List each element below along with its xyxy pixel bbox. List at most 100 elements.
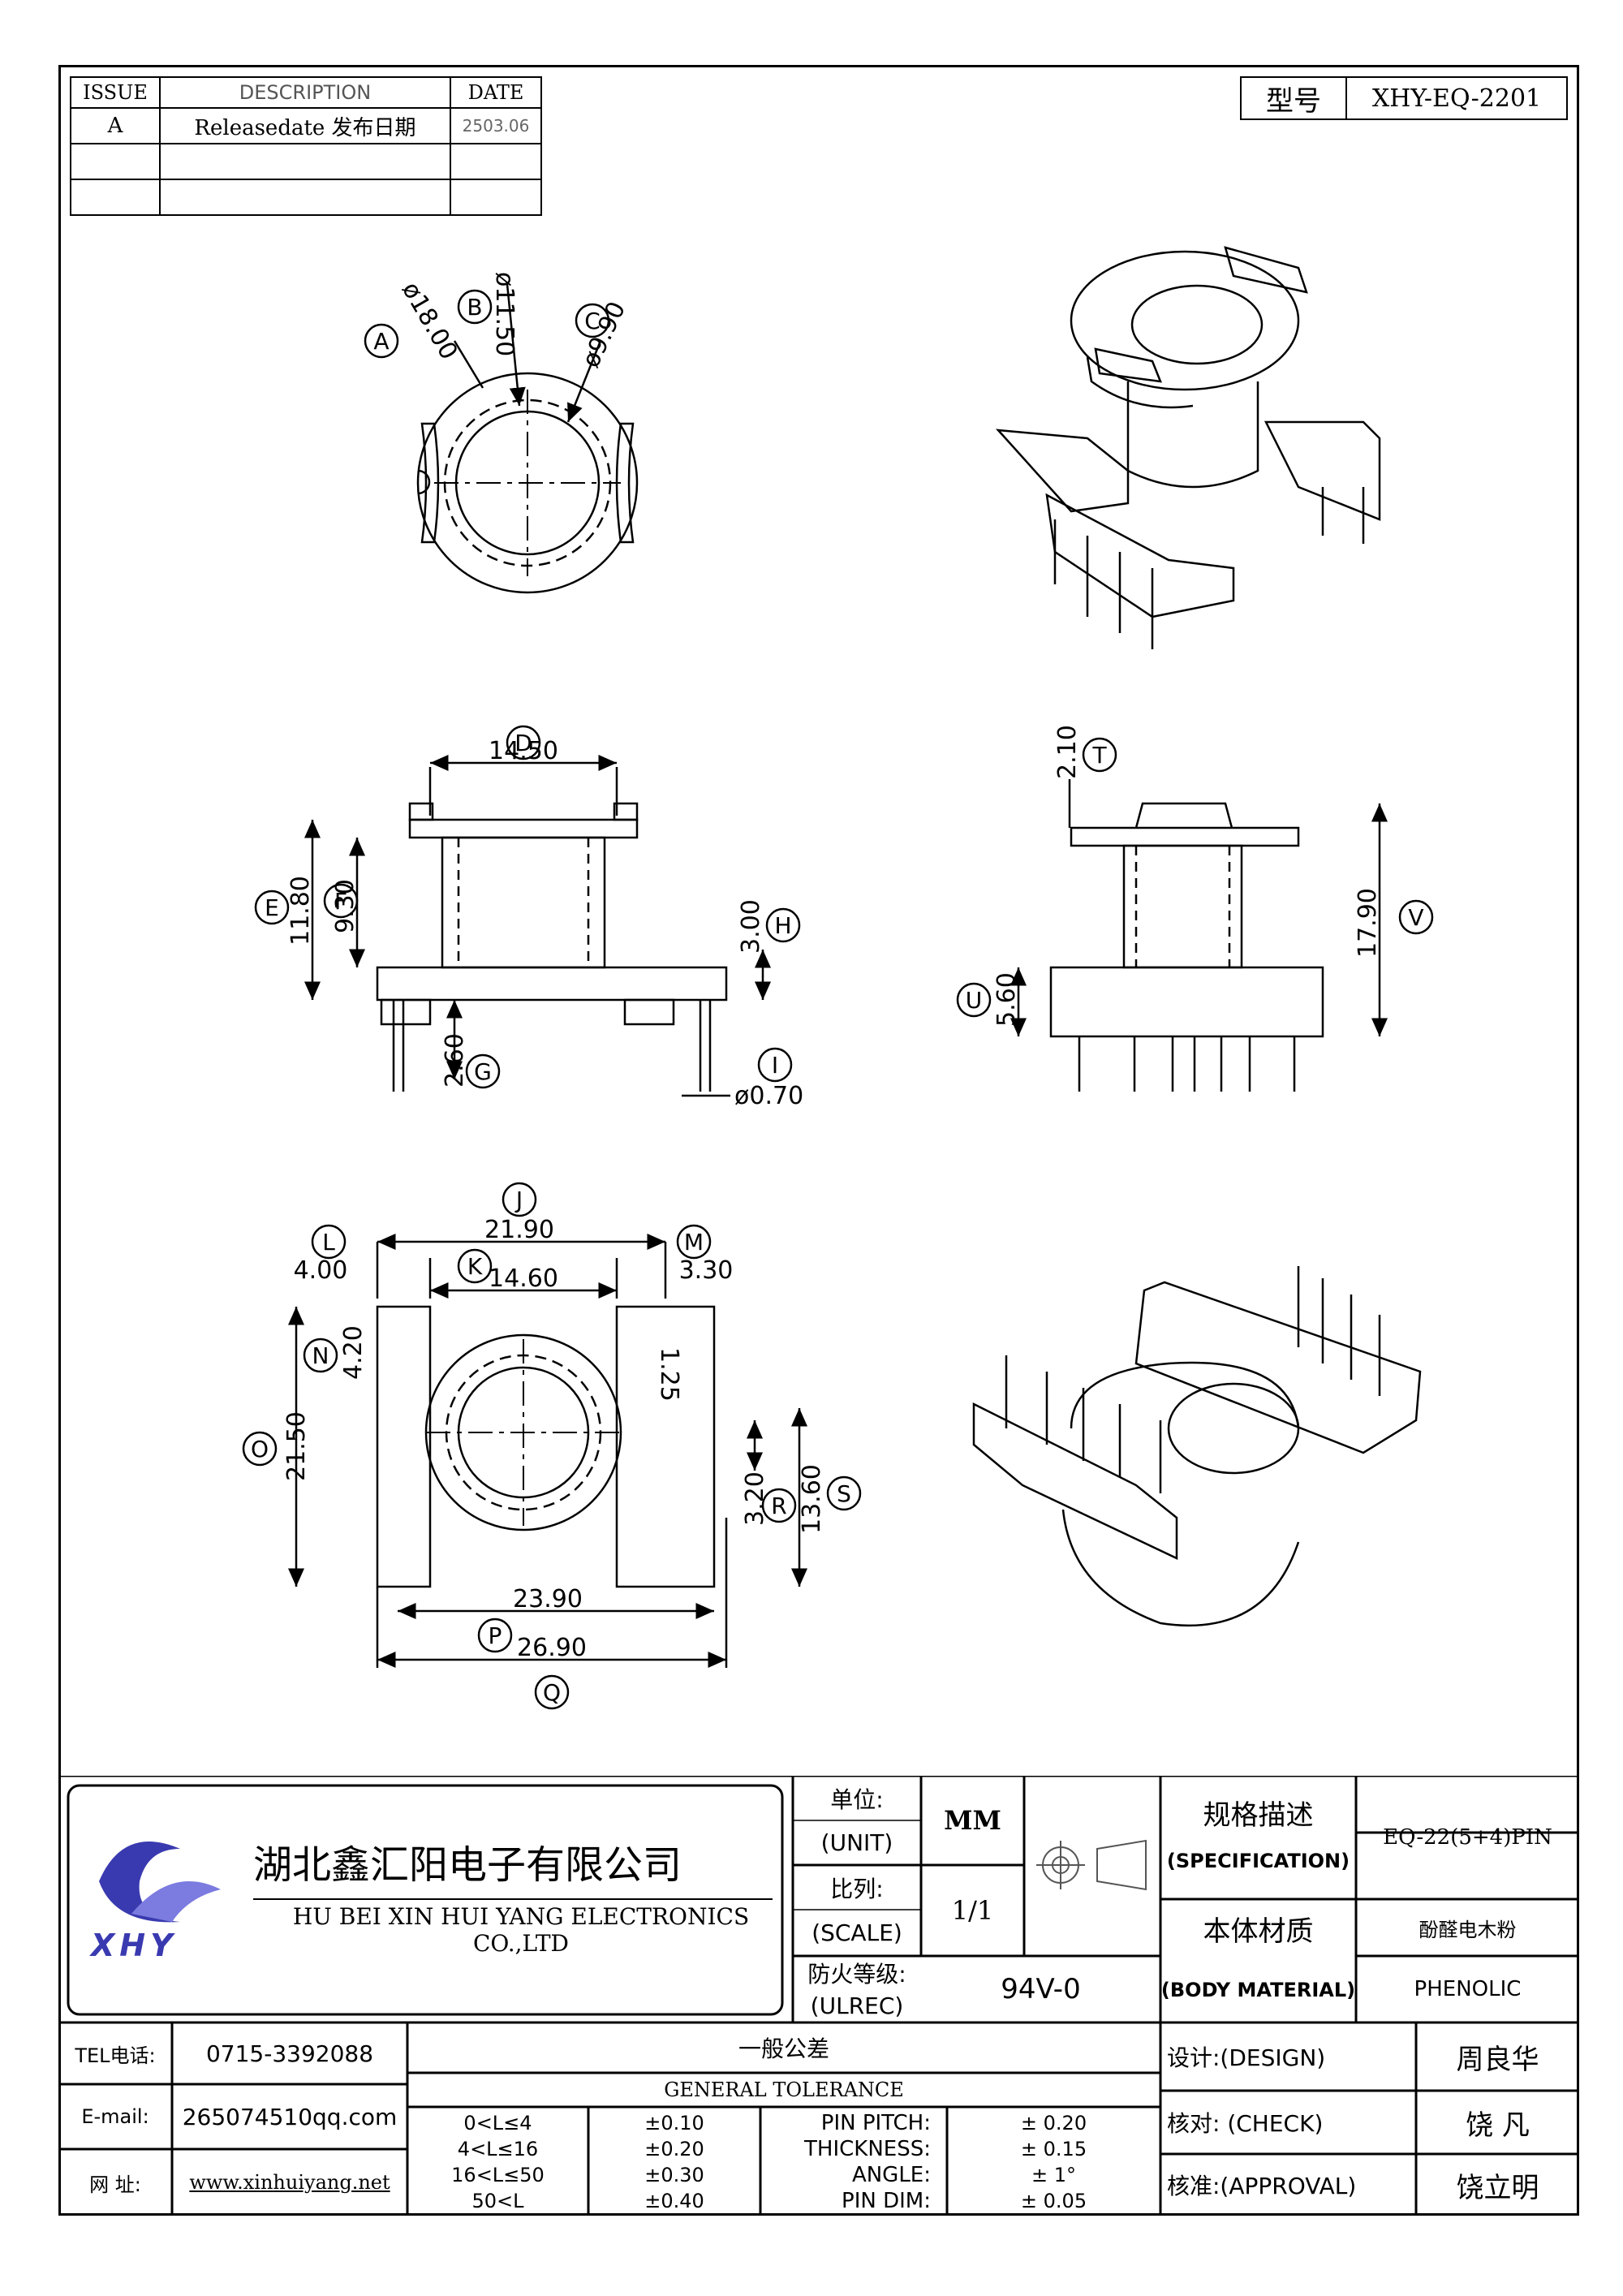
drawing-frame [58, 65, 1579, 2216]
letter-D: D [514, 730, 532, 756]
letter-N: N [312, 1342, 329, 1369]
rev-empty-cell [70, 143, 161, 180]
dim-label-J [502, 1182, 537, 1217]
tel-value: 0715-3392088 [205, 2040, 374, 2067]
letter-S: S [837, 1480, 851, 1507]
letter-Q: Q [543, 1679, 561, 1706]
dim-I: ø0.70 [734, 1082, 803, 1110]
logo-text: XHY [89, 1928, 178, 1963]
dim-S: 13.60 [798, 1464, 826, 1534]
dim-N: 4.20 [339, 1325, 368, 1380]
scale-value: 1/1 [951, 1895, 994, 1926]
unit-label-en: (UNIT) [820, 1829, 893, 1856]
dim-label-N [303, 1338, 338, 1373]
tol-value: ±0.30 [644, 2164, 704, 2186]
letter-C: C [584, 308, 601, 334]
letter-R: R [771, 1493, 786, 1519]
ul-label-en: (ULREC) [810, 1992, 904, 2019]
dim-label-T [1082, 737, 1117, 773]
rev-empty-cell [450, 143, 542, 180]
letter-A: A [373, 328, 389, 355]
tol-item: ANGLE: [851, 2163, 931, 2187]
tol-item: PIN DIM: [842, 2189, 931, 2213]
letter-M: M [684, 1229, 704, 1256]
ul-label-cn: 防火等级: [807, 1960, 906, 1988]
dim-B: ø11.50 [490, 272, 519, 356]
iso-view-top [995, 246, 1381, 649]
side-view [1010, 779, 1388, 1092]
tolerance-title-cn: 一般公差 [738, 2035, 829, 2062]
letter-F: F [334, 888, 347, 915]
top-view [416, 283, 639, 594]
tol-range: 0<L≤4 [463, 2112, 532, 2134]
dim-T: 2.10 [1053, 725, 1082, 779]
dim-label-L [311, 1224, 347, 1260]
letter-I: I [772, 1052, 778, 1079]
front-view [304, 755, 771, 1097]
letter-O: O [251, 1436, 269, 1462]
dim-label-V [1398, 899, 1434, 935]
material-label-en: (BODY MATERIAL) [1160, 1979, 1356, 2001]
dim-J: 21.90 [484, 1216, 554, 1244]
rev-header-date: DATE [450, 76, 542, 109]
letter-B: B [467, 294, 482, 321]
approval-name: 饶立明 [1456, 2171, 1539, 2204]
ul-value: 94V-0 [1001, 1973, 1081, 2005]
spec-label-cn: 规格描述 [1203, 1798, 1314, 1832]
dim-label-K [457, 1248, 493, 1284]
tol-item-value: ± 0.05 [1020, 2190, 1087, 2212]
dim-H: 3.00 [737, 899, 765, 954]
part-number: XHY-EQ-2201 [1371, 84, 1542, 113]
email-label: E-mail: [81, 2105, 149, 2128]
dim-label-U [956, 982, 992, 1018]
dim-label-F [323, 883, 359, 919]
iso-view-bottom [972, 1266, 1422, 1627]
rev-empty-cell [450, 179, 542, 216]
letter-J: J [514, 1187, 523, 1213]
rev-issue: A [70, 107, 161, 144]
dim-Q: 26.90 [517, 1634, 587, 1662]
material-value-cn: 酚醛电木粉 [1419, 1918, 1517, 1941]
rev-date: 2503.06 [450, 107, 542, 144]
dim-G: 2.60 [441, 1033, 469, 1088]
company-name-cn: 湖北鑫汇阳电子有限公司 [253, 1842, 682, 1888]
letter-E: E [265, 894, 279, 921]
dim-label-M [676, 1224, 712, 1260]
dim-extra: 1.25 [655, 1347, 683, 1402]
letter-P: P [489, 1622, 502, 1649]
unit-value: MM [944, 1805, 1001, 1836]
dim-label-S [826, 1475, 862, 1511]
dim-E: 11.80 [286, 876, 315, 946]
dim-D: 14.50 [489, 737, 558, 765]
letter-U: U [966, 987, 983, 1014]
part-number-box: 型号 XHY-EQ-2201 [1240, 76, 1568, 120]
rev-header-issue: ISSUE [70, 76, 161, 109]
dim-label-O [242, 1431, 278, 1467]
technical-drawing: A B C ø18.00 ø11.50 ø9.90 D 14.50 E 11.8… [242, 246, 1434, 1710]
company-name-en: HU BEI XIN HUI YANG ELECTRONICS CO.,LTD [292, 1903, 750, 1957]
dim-V: 17.90 [1354, 888, 1382, 958]
material-value-en: PHENOLIC [1414, 1977, 1522, 2001]
web-value[interactable]: www.xinhuiyang.net [189, 2171, 390, 2194]
tol-range: 16<L≤50 [451, 2164, 545, 2186]
dim-K: 14.60 [489, 1264, 558, 1293]
revision-table: ISSUE DESCRIPTION DATE A Releasedate 发布日… [70, 76, 542, 216]
letter-T: T [1091, 742, 1107, 769]
tol-value: ±0.20 [644, 2138, 704, 2160]
letter-V: V [1408, 904, 1423, 931]
part-label: 型号 [1242, 78, 1347, 118]
dim-label-E [254, 890, 290, 925]
tel-label: TEL电话: [75, 2044, 156, 2067]
dim-O: 21.50 [282, 1411, 311, 1481]
rev-empty-cell [70, 179, 161, 216]
dim-A: ø18.00 [396, 278, 463, 365]
tol-item-value: ± 1° [1031, 2164, 1076, 2186]
tol-range: 4<L≤16 [457, 2138, 539, 2160]
dim-label-R [761, 1488, 797, 1523]
design-name: 周良华 [1456, 2043, 1539, 2076]
unit-label-cn: 单位: [830, 1786, 884, 1813]
dim-U: 5.60 [992, 972, 1021, 1027]
rev-empty-cell [159, 143, 451, 180]
tolerance-title-en: GENERAL TOLERANCE [664, 2078, 904, 2101]
web-label: 网 址: [89, 2173, 141, 2196]
